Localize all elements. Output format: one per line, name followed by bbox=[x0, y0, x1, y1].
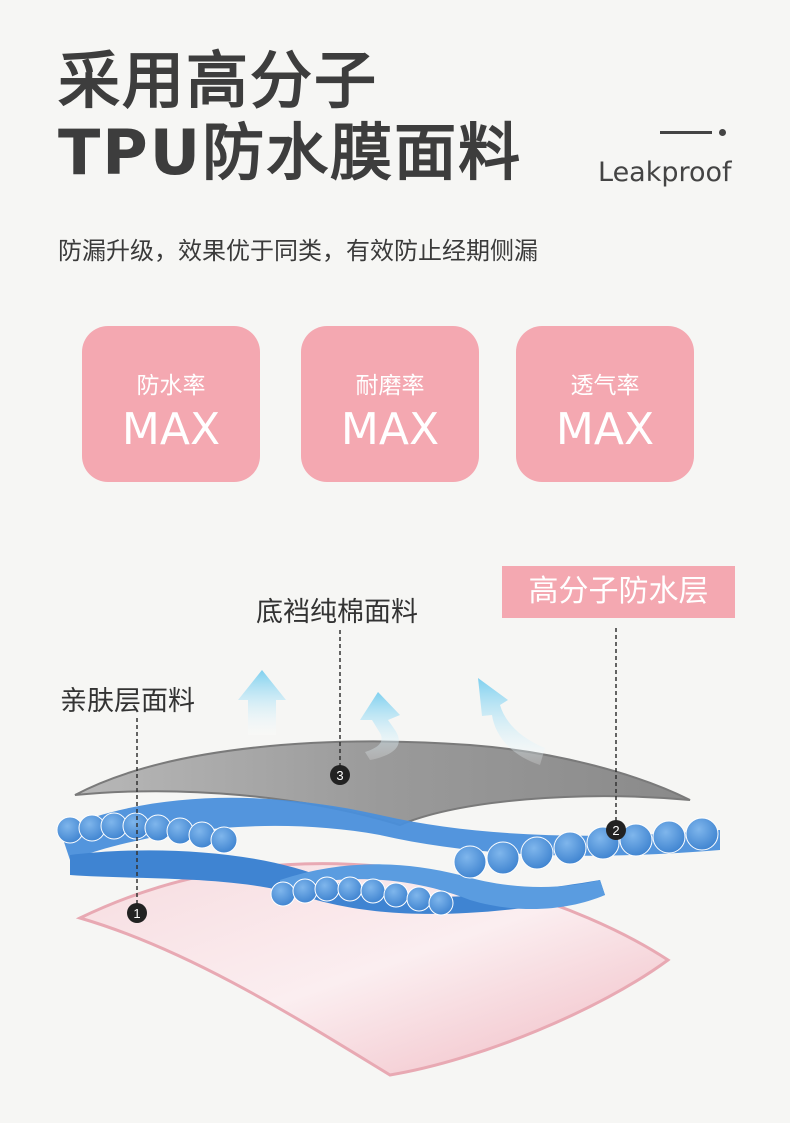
fiber-layer bbox=[56, 797, 720, 916]
feature-value: MAX bbox=[340, 404, 440, 455]
subtitle: 防漏升级，效果优于同类，有效防止经期侧漏 bbox=[58, 237, 538, 265]
title-line-2: TPU防水膜面料 bbox=[58, 116, 523, 189]
title-line-1: 采用高分子 bbox=[58, 44, 379, 117]
decorative-dot bbox=[719, 129, 726, 136]
marker-2-label: 2 bbox=[612, 823, 619, 838]
feature-card-wear: 耐磨率 MAX bbox=[301, 326, 479, 482]
arrow-curve-icon bbox=[478, 678, 545, 765]
arrow-curl-icon bbox=[360, 692, 400, 760]
feature-label: 透气率 bbox=[570, 373, 640, 399]
feature-card-breathable: 透气率 MAX bbox=[516, 326, 694, 482]
waterproof-layer-label: 高分子防水层 bbox=[502, 566, 735, 618]
skin-fabric-label: 亲肤层面料 bbox=[60, 686, 195, 717]
marker-1-label: 1 bbox=[133, 906, 140, 921]
feature-value: MAX bbox=[555, 404, 655, 455]
leakproof-tag: Leakproof bbox=[598, 157, 732, 188]
inner-fabric-label: 底裆纯棉面料 bbox=[256, 597, 418, 628]
skin-layer bbox=[75, 862, 671, 1077]
marker-2: 2 bbox=[606, 820, 626, 840]
marker-1: 1 bbox=[127, 903, 147, 923]
feature-value: MAX bbox=[121, 404, 221, 455]
feature-card-waterproof: 防水率 MAX bbox=[82, 326, 260, 482]
feature-label: 耐磨率 bbox=[355, 373, 425, 399]
feature-label: 防水率 bbox=[136, 373, 206, 399]
marker-3-label: 3 bbox=[336, 768, 343, 783]
marker-3: 3 bbox=[330, 765, 350, 785]
arrow-up-icon bbox=[238, 670, 286, 735]
decorative-dash bbox=[660, 131, 712, 134]
